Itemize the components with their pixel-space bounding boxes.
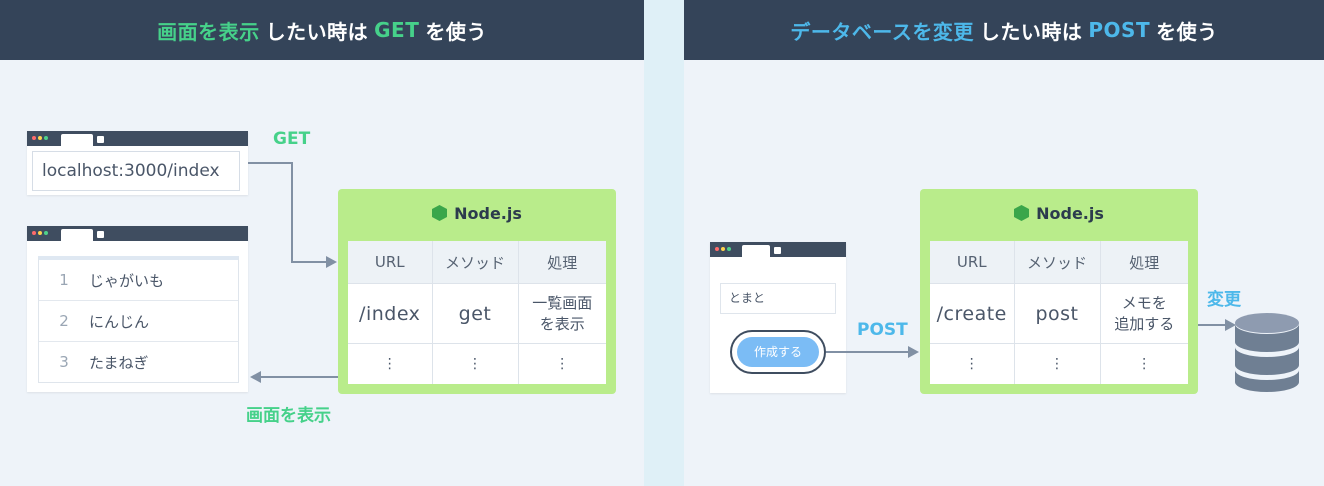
arrow-right-icon bbox=[908, 346, 919, 358]
node-title: Node.js bbox=[338, 204, 616, 223]
display-label: 画面を表示 bbox=[246, 406, 331, 426]
table-row: ⋮ ⋮ ⋮ bbox=[348, 343, 606, 384]
header-middle: したい時は bbox=[265, 19, 369, 44]
node-server-box: Node.js URL メソッド 処理 /create post メモを 追加す… bbox=[920, 189, 1198, 394]
database-icon bbox=[1235, 313, 1299, 392]
url-bar[interactable]: localhost:3000/index bbox=[32, 151, 240, 191]
browser-titlebar bbox=[27, 226, 248, 241]
browser-window-form bbox=[710, 242, 846, 393]
node-title-text: Node.js bbox=[1036, 204, 1104, 223]
change-arrow-line bbox=[1198, 324, 1228, 326]
get-panel-header: 画面を表示 したい時は GET を使う bbox=[0, 0, 644, 60]
new-tab-icon bbox=[97, 231, 104, 238]
ellipsis-cell: ⋮ bbox=[930, 343, 1015, 384]
maximize-dot-icon bbox=[727, 247, 731, 251]
close-dot-icon bbox=[32, 231, 36, 235]
maximize-dot-icon bbox=[44, 136, 48, 140]
route-url: /create bbox=[930, 283, 1015, 344]
list-item-number: 1 bbox=[59, 271, 69, 289]
get-arrow-line bbox=[291, 162, 293, 262]
table-header: URL bbox=[348, 241, 433, 284]
ellipsis-cell: ⋮ bbox=[432, 343, 519, 384]
browser-titlebar bbox=[27, 131, 248, 146]
get-arrow-line bbox=[291, 261, 329, 263]
arrow-right-icon bbox=[1225, 319, 1236, 331]
list-item: 3 たまねぎ bbox=[39, 342, 238, 382]
create-button[interactable]: 作成する bbox=[730, 330, 826, 374]
minimize-dot-icon bbox=[38, 231, 42, 235]
table-header-row: URL メソッド 処理 bbox=[930, 241, 1188, 284]
table-row: /index get 一覧画面 を表示 bbox=[348, 283, 606, 344]
list-item: 2 にんじん bbox=[39, 301, 238, 342]
table-header: メソッド bbox=[432, 241, 519, 284]
node-server-box: Node.js URL メソッド 処理 /index get 一覧画面 を表示 … bbox=[338, 189, 616, 394]
create-button-label: 作成する bbox=[737, 337, 819, 367]
route-process: 一覧画面 を表示 bbox=[518, 283, 606, 344]
route-method: post bbox=[1014, 283, 1101, 344]
get-arrow-line bbox=[248, 162, 292, 164]
list-item-number: 3 bbox=[59, 353, 69, 371]
list-item-number: 2 bbox=[59, 312, 69, 330]
header-highlight: データベースを変更 bbox=[790, 19, 974, 44]
table-row: ⋮ ⋮ ⋮ bbox=[930, 343, 1188, 384]
table-header: 処理 bbox=[518, 241, 606, 284]
get-label: GET bbox=[273, 129, 311, 149]
ellipsis-cell: ⋮ bbox=[555, 355, 570, 372]
route-url: /index bbox=[348, 283, 433, 344]
route-table: URL メソッド 処理 /index get 一覧画面 を表示 ⋮ ⋮ ⋮ bbox=[348, 241, 606, 384]
response-arrow-line bbox=[260, 376, 338, 378]
memo-input[interactable]: とまと bbox=[720, 283, 836, 314]
new-tab-icon bbox=[774, 247, 781, 254]
arrow-left-icon bbox=[250, 371, 261, 383]
minimize-dot-icon bbox=[721, 247, 725, 251]
ellipsis-cell: ⋮ bbox=[1014, 343, 1101, 384]
node-title-text: Node.js bbox=[454, 204, 522, 223]
browser-tab bbox=[742, 245, 770, 257]
list-item-text: じゃがいも bbox=[89, 271, 165, 290]
header-end: を使う bbox=[1156, 19, 1218, 44]
table-header: メソッド bbox=[1014, 241, 1101, 284]
post-arrow-line bbox=[826, 351, 911, 353]
header-end: を使う bbox=[425, 19, 487, 44]
browser-titlebar bbox=[710, 242, 846, 257]
route-process: メモを 追加する bbox=[1100, 283, 1188, 344]
new-tab-icon bbox=[97, 136, 104, 143]
hexagon-icon bbox=[432, 205, 448, 221]
header-middle: したい時は bbox=[979, 19, 1083, 44]
route-table: URL メソッド 処理 /create post メモを 追加する ⋮ ⋮ ⋮ bbox=[930, 241, 1188, 384]
header-highlight: 画面を表示 bbox=[157, 19, 260, 44]
header-method: GET bbox=[374, 18, 420, 42]
browser-tab bbox=[61, 229, 93, 241]
list-item: 1 じゃがいも bbox=[39, 260, 238, 301]
header-method: POST bbox=[1088, 18, 1151, 42]
route-method: get bbox=[432, 283, 519, 344]
browser-tab bbox=[61, 134, 93, 146]
post-label: POST bbox=[857, 320, 908, 340]
item-list: 1 じゃがいも 2 にんじん 3 たまねぎ bbox=[38, 256, 239, 383]
list-item-text: たまねぎ bbox=[89, 353, 149, 372]
table-header: URL bbox=[930, 241, 1015, 284]
arrow-right-icon bbox=[326, 256, 337, 268]
list-item-text: にんじん bbox=[89, 312, 150, 331]
post-panel-header: データベースを変更 したい時は POST を使う bbox=[684, 0, 1324, 60]
change-label: 変更 bbox=[1207, 290, 1241, 310]
ellipsis-cell: ⋮ bbox=[1137, 355, 1152, 372]
minimize-dot-icon bbox=[38, 136, 42, 140]
close-dot-icon bbox=[715, 247, 719, 251]
table-header: 処理 bbox=[1100, 241, 1188, 284]
table-row: /create post メモを 追加する bbox=[930, 283, 1188, 344]
ellipsis-cell: ⋮ bbox=[348, 343, 433, 384]
node-title: Node.js bbox=[920, 204, 1198, 223]
table-header-row: URL メソッド 処理 bbox=[348, 241, 606, 284]
close-dot-icon bbox=[32, 136, 36, 140]
maximize-dot-icon bbox=[44, 231, 48, 235]
hexagon-icon bbox=[1014, 205, 1030, 221]
